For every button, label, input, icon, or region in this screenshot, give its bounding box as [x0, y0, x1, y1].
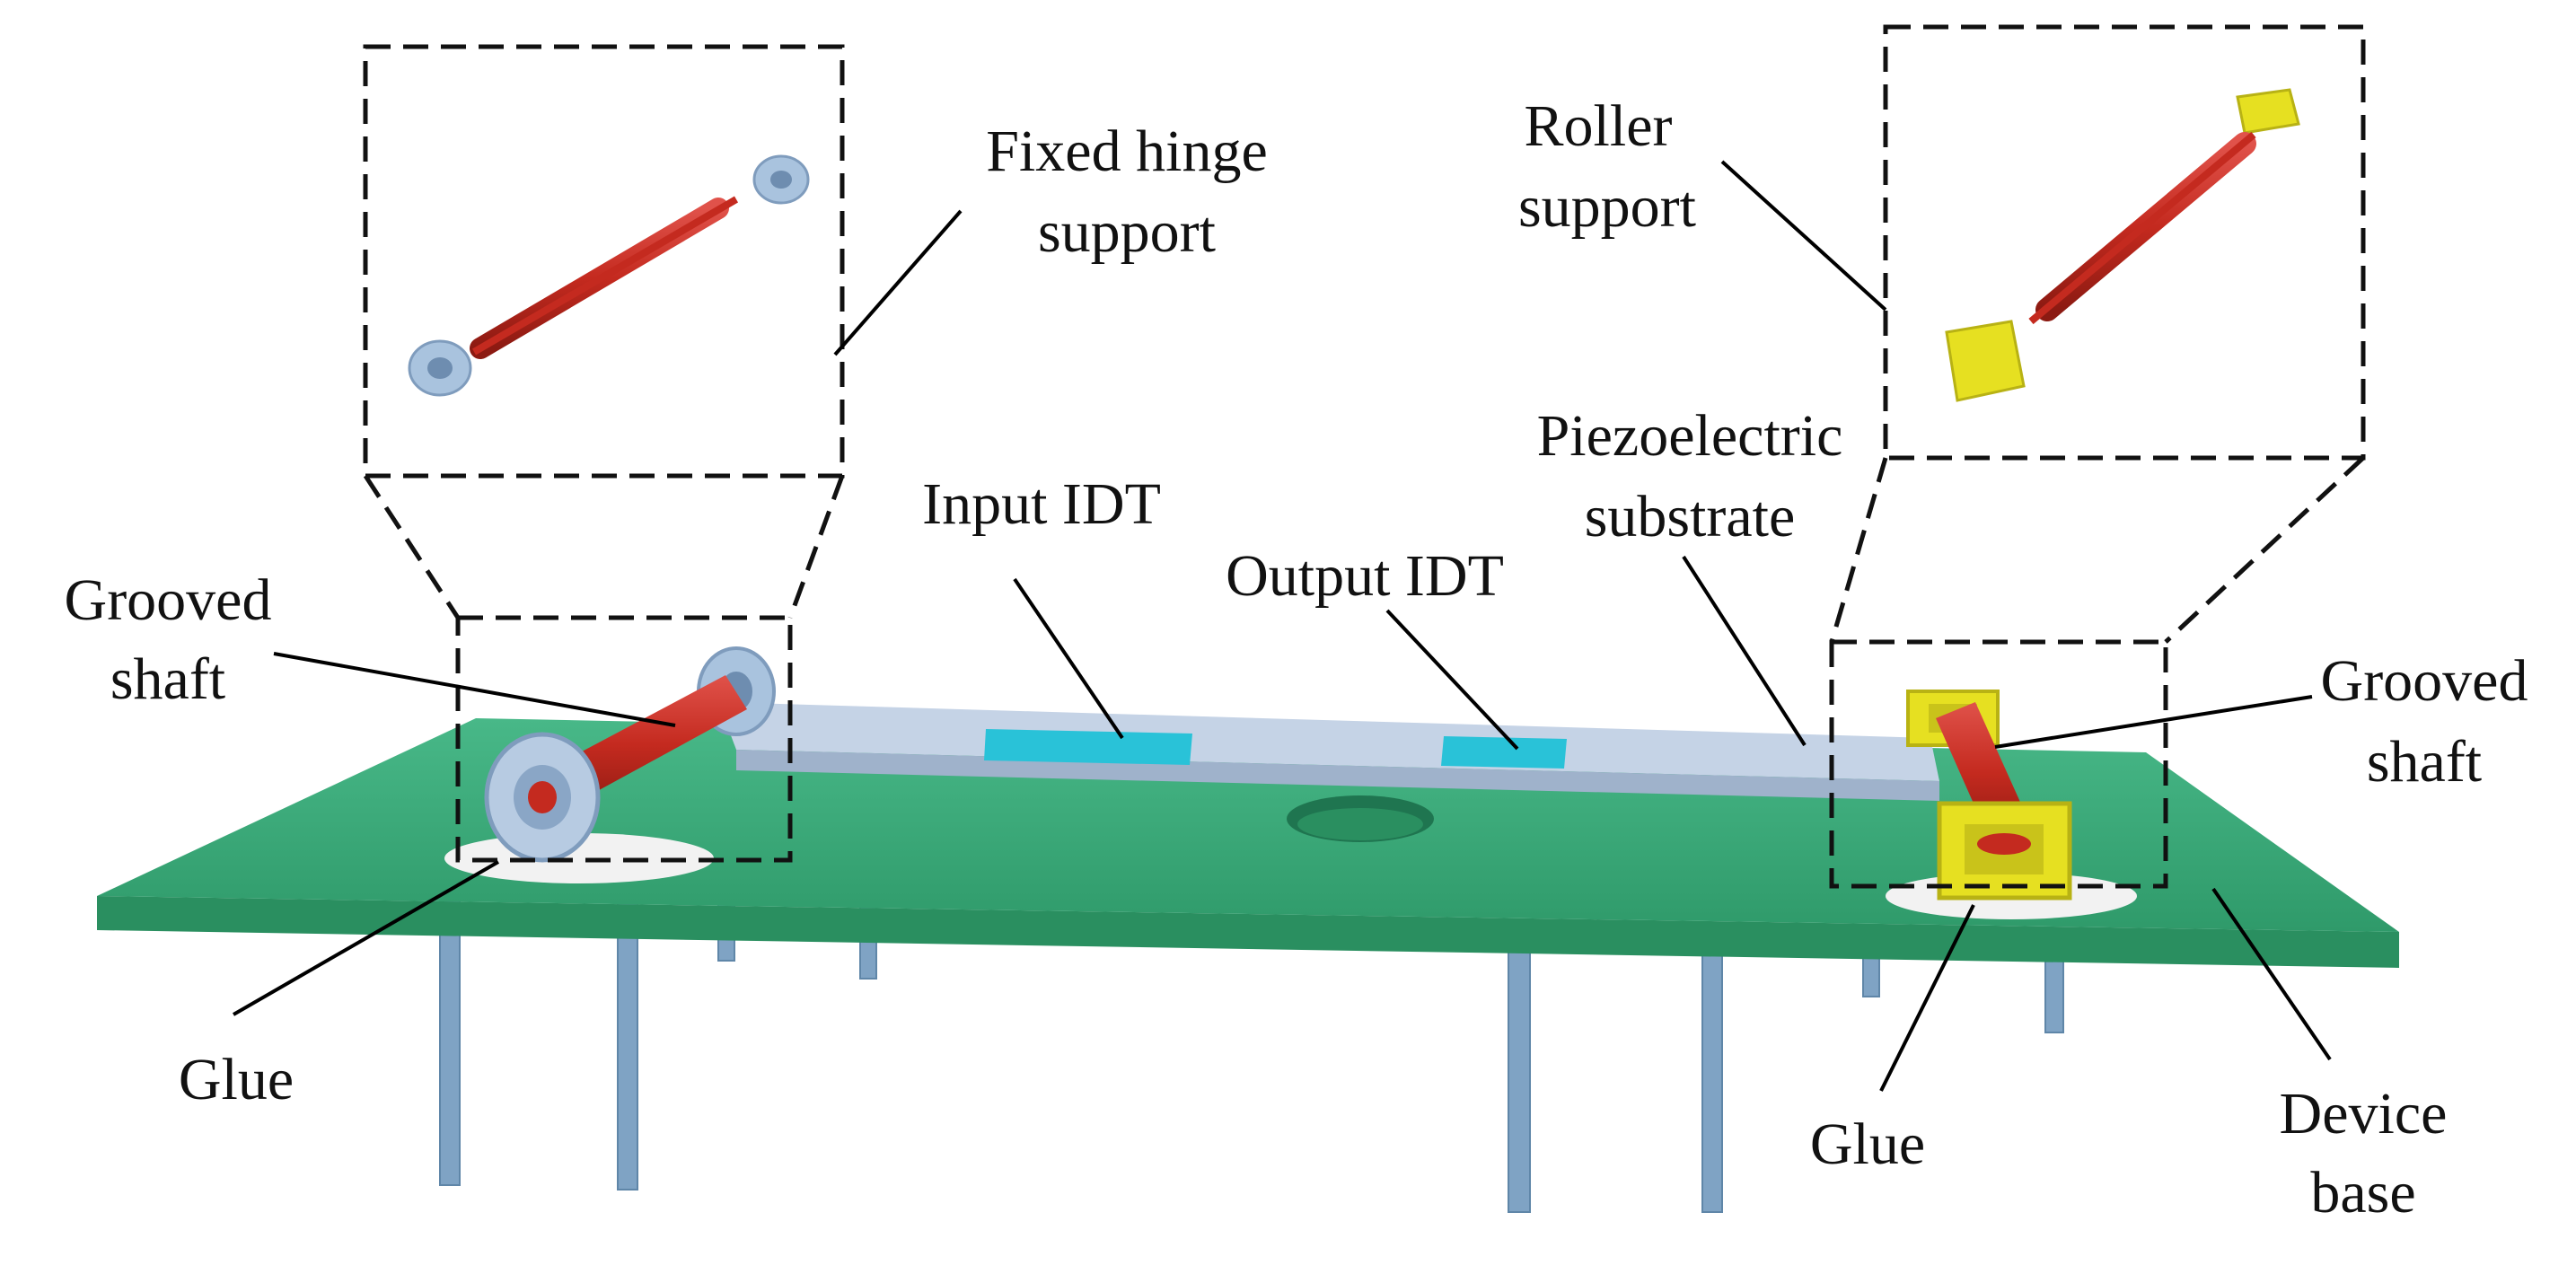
leader-roller-support [1720, 160, 1887, 312]
leader-glue-left [233, 860, 499, 1016]
leader-lines [233, 160, 2332, 1092]
inset-roller-block-top [2236, 88, 2300, 135]
input-idt-pad [984, 729, 1192, 765]
leader-glue-right [1879, 904, 1975, 1092]
label-substrate-line1: Piezoelectric [1537, 403, 1843, 469]
label-fixed-hinge-line1: Fixed hinge [986, 119, 1267, 184]
inset-box-left [363, 44, 845, 479]
label-device-base-line2: base [2310, 1160, 2415, 1226]
left-hinge-assembly [484, 646, 776, 863]
label-grooved-left-line1: Grooved [65, 567, 272, 633]
inset-box-right [1883, 24, 2366, 461]
leader-input-idt [1013, 577, 1124, 740]
focus-box-right [1829, 639, 2168, 889]
label-glue-right: Glue [1810, 1111, 1925, 1177]
board-front-edge [97, 896, 2399, 968]
inset-fixed-hinge [363, 44, 845, 863]
board-hole-inner [1297, 808, 1423, 840]
label-grooved-right-line1: Grooved [2321, 648, 2528, 714]
right-roller-assembly [1906, 690, 2072, 901]
label-output-idt: Output IDT [1226, 543, 1504, 609]
inset-roller-block-bottom [1945, 320, 2026, 402]
label-input-idt: Input IDT [922, 471, 1161, 537]
leg [1701, 924, 1723, 1213]
leg [617, 897, 638, 1191]
substrate-top [718, 702, 1939, 781]
label-glue-left: Glue [179, 1047, 294, 1112]
labels: Fixed hinge support Roller support Input… [65, 93, 2528, 1226]
leg [1508, 924, 1531, 1213]
label-substrate-line2: substrate [1585, 484, 1796, 549]
label-grooved-right-line2: shaft [2367, 729, 2482, 795]
piezoelectric-substrate-strip [718, 702, 1939, 801]
substrate-front [736, 750, 1939, 801]
leader-output-idt [1385, 609, 1519, 751]
label-roller-line2: support [1518, 174, 1696, 240]
label-roller-line1: Roller [1525, 93, 1673, 159]
leg [439, 897, 461, 1186]
leader-substrate [1682, 555, 1807, 747]
label-grooved-left-line2: shaft [110, 646, 225, 712]
leader-fixed-hinge [833, 209, 963, 356]
leader-device-base [2211, 887, 2332, 1061]
focus-box-left [455, 615, 793, 863]
label-fixed-hinge-line2: support [1038, 199, 1216, 265]
inset-roller [1829, 24, 2366, 889]
label-device-base-line1: Device [2280, 1081, 2448, 1147]
leader-grooved-shaft-left [273, 652, 676, 727]
leader-grooved-shaft-right [1994, 695, 2313, 749]
output-idt-pad [1441, 736, 1567, 769]
